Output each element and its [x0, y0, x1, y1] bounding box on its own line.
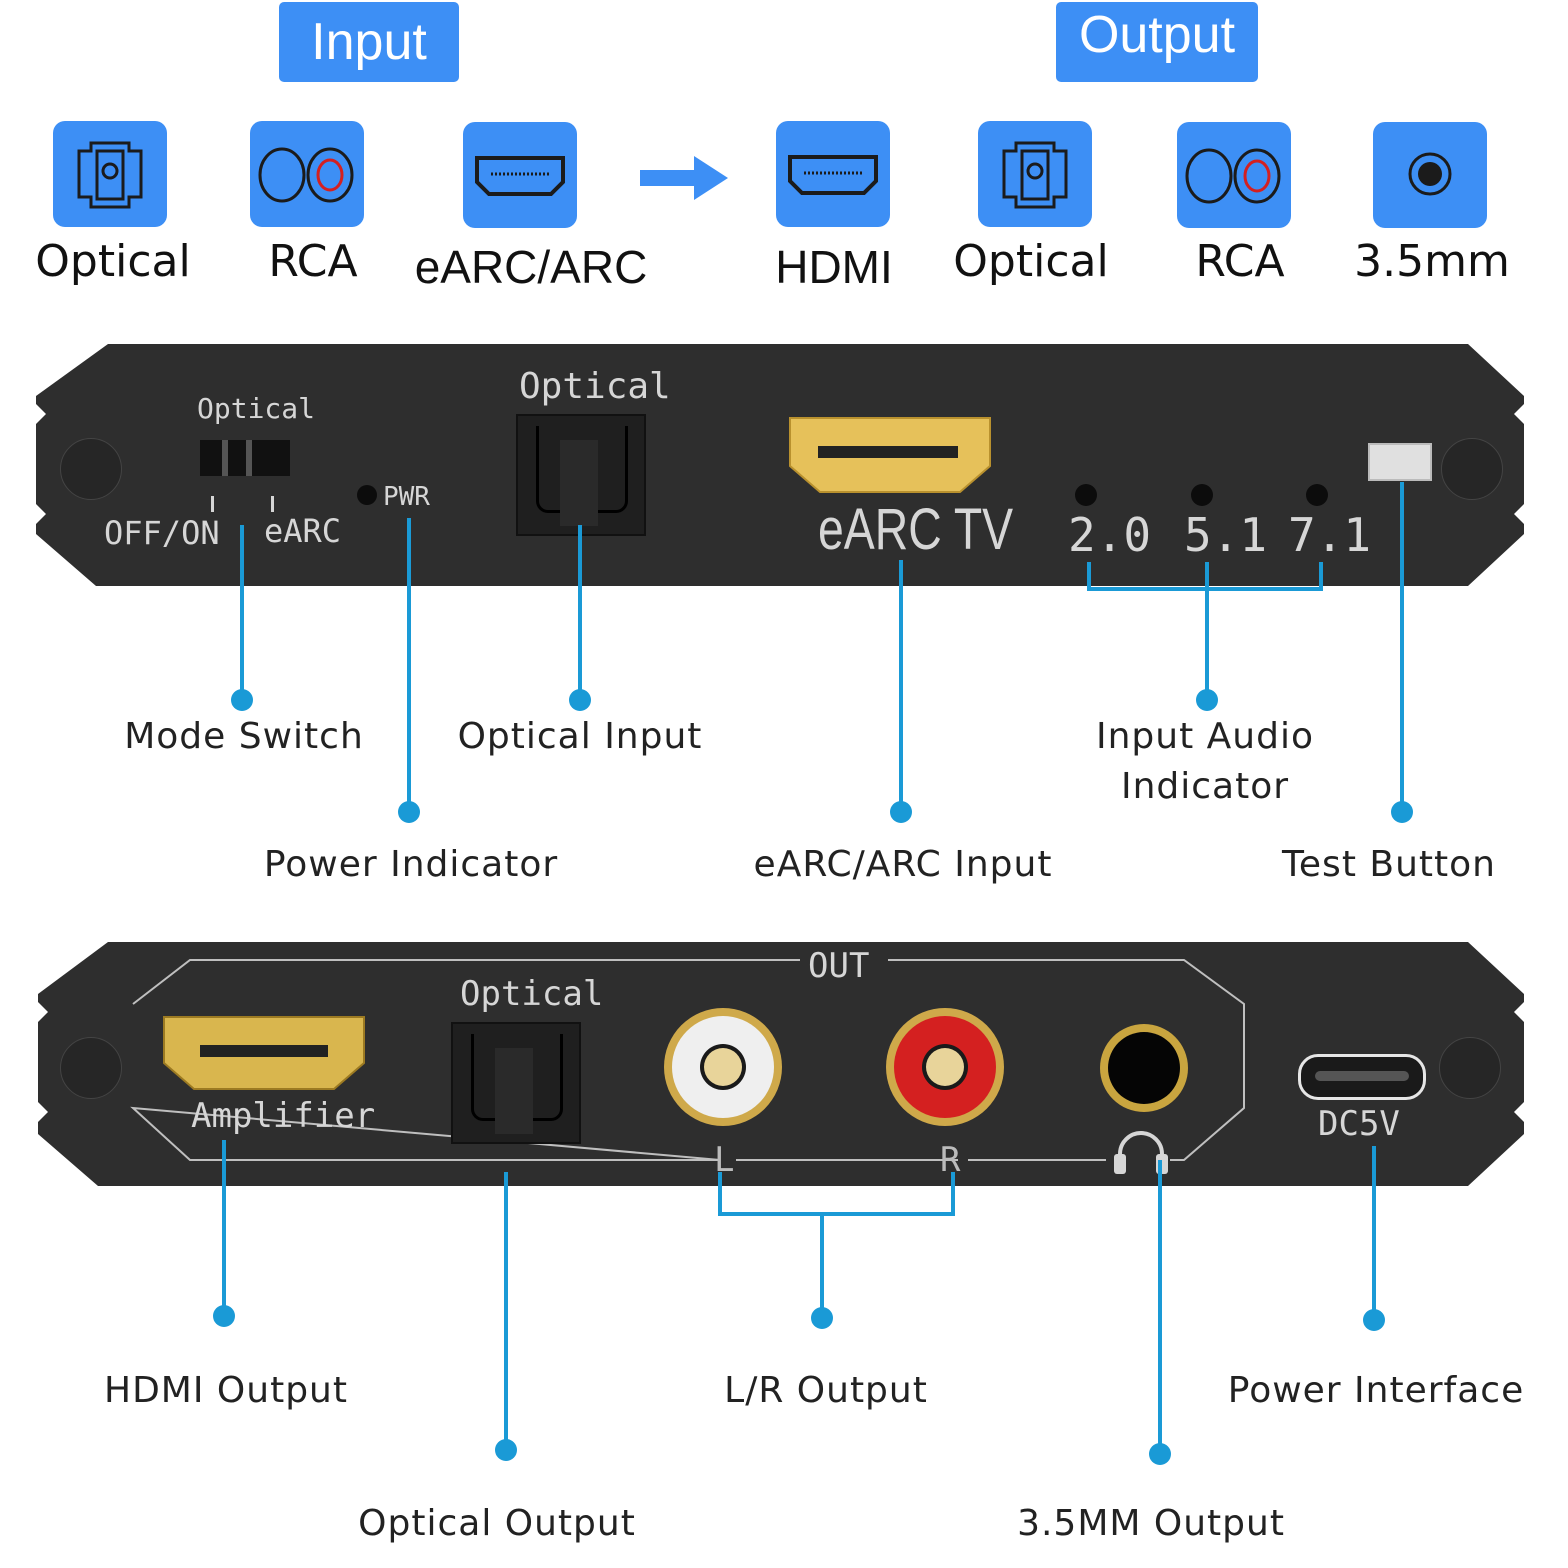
screw-right [1439, 1037, 1501, 1099]
right-channel-label: R [940, 1140, 961, 1180]
input-optical-label: Optical [35, 236, 191, 287]
rca-right-port[interactable] [886, 1008, 1004, 1126]
output-optical-label: Optical [953, 236, 1109, 287]
pwr-label: PWR [383, 482, 430, 512]
hdmi-port-icon [463, 122, 577, 228]
output-tag: Output [1056, 2, 1258, 82]
indicator-label-51: 5.1 [1184, 508, 1268, 562]
callout-hdmi-output: HDMI Output [104, 1370, 348, 1411]
headphone-jack-port[interactable] [1100, 1024, 1188, 1112]
test-button[interactable] [1368, 443, 1432, 481]
switch-tick-left [211, 496, 214, 512]
mode-switch[interactable] [200, 440, 290, 476]
arrow-right-icon [640, 156, 728, 200]
input-rca-label: RCA [268, 236, 358, 287]
optical-port-icon [978, 121, 1092, 227]
rca-port-icon [250, 121, 364, 227]
mode-switch-slot-1 [222, 440, 228, 476]
screw-right [1441, 438, 1503, 500]
left-channel-label: L [714, 1140, 735, 1180]
out-label: OUT [808, 946, 870, 986]
audio-jack-icon [1373, 122, 1487, 228]
callout-optical-output: Optical Output [358, 1503, 636, 1544]
switch-left-label: OFF/ON [104, 514, 220, 552]
indicator-label-71: 7.1 [1288, 508, 1372, 562]
output-hdmi-label: HDMI [775, 241, 893, 293]
callout-lr-output: L/R Output [724, 1370, 928, 1411]
callout-power-indicator: Power Indicator [263, 844, 559, 885]
input-earc-label: eARC/ARC [414, 241, 648, 293]
output-jack-label: 3.5mm [1354, 236, 1510, 287]
callout-optical-input: Optical Input [457, 716, 703, 757]
output-rca-label: RCA [1195, 236, 1285, 287]
optical-port-icon [53, 121, 167, 227]
indicator-led-71 [1306, 484, 1328, 506]
callout-power-interface: Power Interface [1227, 1370, 1525, 1411]
optical-output-port[interactable] [451, 1022, 581, 1144]
back-optical-label: Optical [460, 974, 604, 1014]
indicator-led-20 [1075, 484, 1097, 506]
switch-right-label: eARC [264, 512, 342, 550]
switch-top-label: Optical [197, 392, 316, 425]
earc-hdmi-port[interactable] [788, 416, 992, 496]
callout-earc-input: eARC/ARC Input [753, 844, 1053, 885]
hdmi-port-icon [776, 121, 890, 227]
front-optical-label: Optical [519, 366, 671, 407]
power-led [357, 485, 377, 505]
screw-left [60, 1037, 122, 1099]
dc5v-label: DC5V [1318, 1104, 1400, 1144]
callout-input-audio-indicator: Input Audio Indicator [1096, 716, 1314, 807]
callout-mode-switch: Mode Switch [124, 716, 364, 757]
callout-test-button: Test Button [1282, 844, 1496, 885]
input-tag: Input [279, 2, 459, 82]
screw-left [60, 438, 122, 500]
switch-tick-right [271, 496, 274, 512]
callout-jack-output: 3.5MM Output [1017, 1503, 1285, 1544]
indicator-label-20: 2.0 [1068, 508, 1152, 562]
amplifier-label: Amplifier [191, 1096, 376, 1136]
usb-c-port[interactable] [1298, 1054, 1426, 1100]
rca-left-port[interactable] [664, 1008, 782, 1126]
mode-switch-slot-2 [246, 440, 252, 476]
rca-port-icon [1177, 122, 1291, 228]
indicator-led-51 [1191, 484, 1213, 506]
earc-tv-label: eARC TV [818, 497, 1014, 562]
hdmi-output-port[interactable] [162, 1015, 366, 1093]
